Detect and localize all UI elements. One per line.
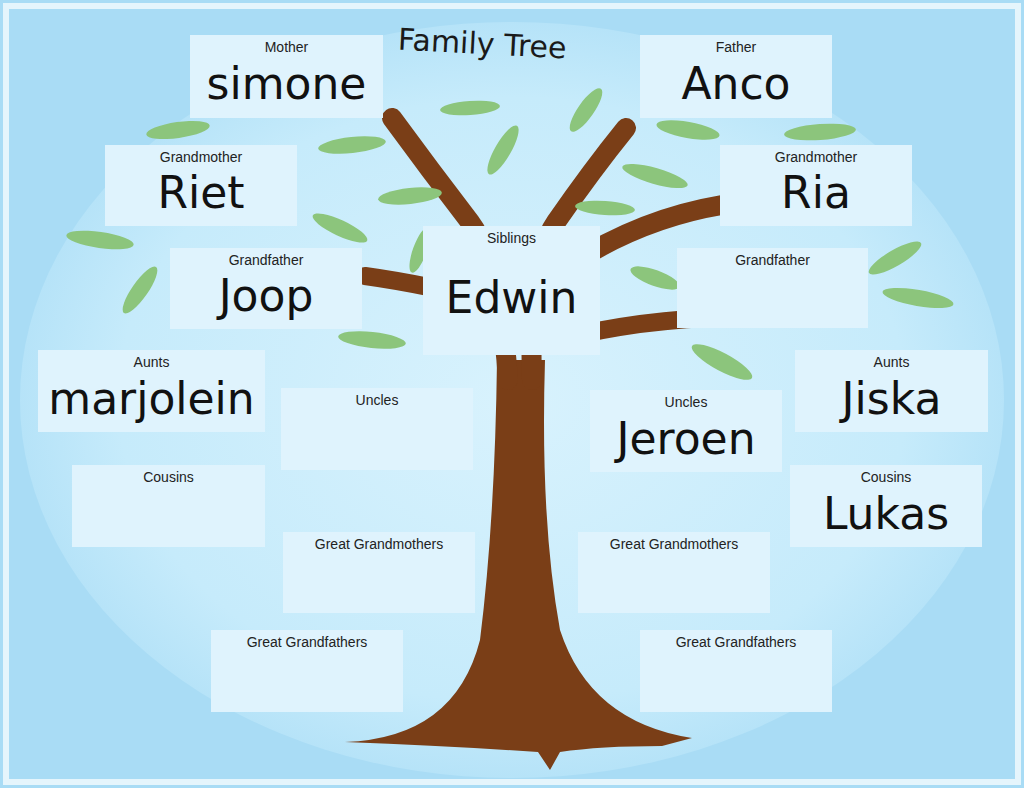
- member-box: Aunts marjolein: [38, 350, 265, 432]
- name-area: Jeroen: [616, 411, 755, 466]
- name-area: Ria: [781, 166, 851, 220]
- member-box: FatherAnco: [640, 35, 832, 118]
- name-area: simone: [207, 56, 367, 112]
- name-area: Riet: [157, 166, 244, 220]
- relation-label: Father: [716, 39, 756, 56]
- name-area: Anco: [681, 56, 790, 112]
- handwritten-name: Edwin: [446, 273, 578, 323]
- member-box: GrandmotherRiet: [105, 145, 297, 226]
- relation-label: Uncles: [356, 392, 399, 409]
- member-box: Uncles: [281, 388, 473, 470]
- relation-label: Cousins: [861, 469, 912, 486]
- member-box: UnclesJeroen: [590, 390, 782, 472]
- name-area: Jiska: [842, 371, 942, 426]
- relation-label: Aunts: [874, 354, 910, 371]
- member-box: SiblingsEdwin: [423, 226, 600, 355]
- frame: [6, 6, 1018, 782]
- member-box: Mother simone: [190, 35, 383, 118]
- oval-ground: [20, 22, 1004, 778]
- relation-label: Mother: [265, 39, 309, 56]
- relation-label: Great Grandfathers: [247, 634, 368, 651]
- relation-label: Cousins: [143, 469, 194, 486]
- member-box: Great Grandfathers: [640, 630, 832, 712]
- relation-label: Great Grandmothers: [610, 536, 738, 553]
- handwritten-name: simone: [207, 59, 367, 109]
- relation-label: Grandfather: [229, 252, 304, 269]
- relation-label: Siblings: [487, 230, 536, 247]
- leaves: [65, 84, 955, 386]
- member-box: GrandfatherJoop: [170, 248, 362, 329]
- handwritten-name: Joop: [219, 271, 314, 321]
- name-area: marjolein: [48, 371, 254, 426]
- handwritten-name: Ria: [781, 168, 851, 218]
- name-area: Edwin: [446, 247, 578, 349]
- member-box: Cousins: [72, 465, 265, 547]
- member-box: Great Grandfathers: [211, 630, 403, 712]
- member-box: CousinsLukas: [790, 465, 982, 547]
- name-area: Joop: [219, 269, 314, 323]
- handwritten-name: marjolein: [48, 374, 254, 424]
- member-box: Great Grandmothers: [578, 532, 770, 613]
- relation-label: Grandfather: [735, 252, 810, 269]
- handwritten-name: Jiska: [842, 374, 942, 424]
- relation-label: Grandmother: [160, 149, 242, 166]
- relation-label: Aunts: [134, 354, 170, 371]
- handwritten-name: Anco: [681, 59, 790, 109]
- relation-label: Great Grandmothers: [315, 536, 443, 553]
- member-box: AuntsJiska: [795, 350, 988, 432]
- relation-label: Uncles: [665, 394, 708, 411]
- relation-label: Grandmother: [775, 149, 857, 166]
- member-box: Great Grandmothers: [283, 532, 475, 613]
- name-area: Lukas: [823, 486, 949, 541]
- handwritten-name: Lukas: [823, 489, 949, 539]
- handwritten-name: Riet: [157, 168, 244, 218]
- member-box: Grandfather: [677, 248, 868, 328]
- member-box: GrandmotherRia: [720, 145, 912, 226]
- handwritten-name: Jeroen: [616, 414, 755, 464]
- relation-label: Great Grandfathers: [676, 634, 797, 651]
